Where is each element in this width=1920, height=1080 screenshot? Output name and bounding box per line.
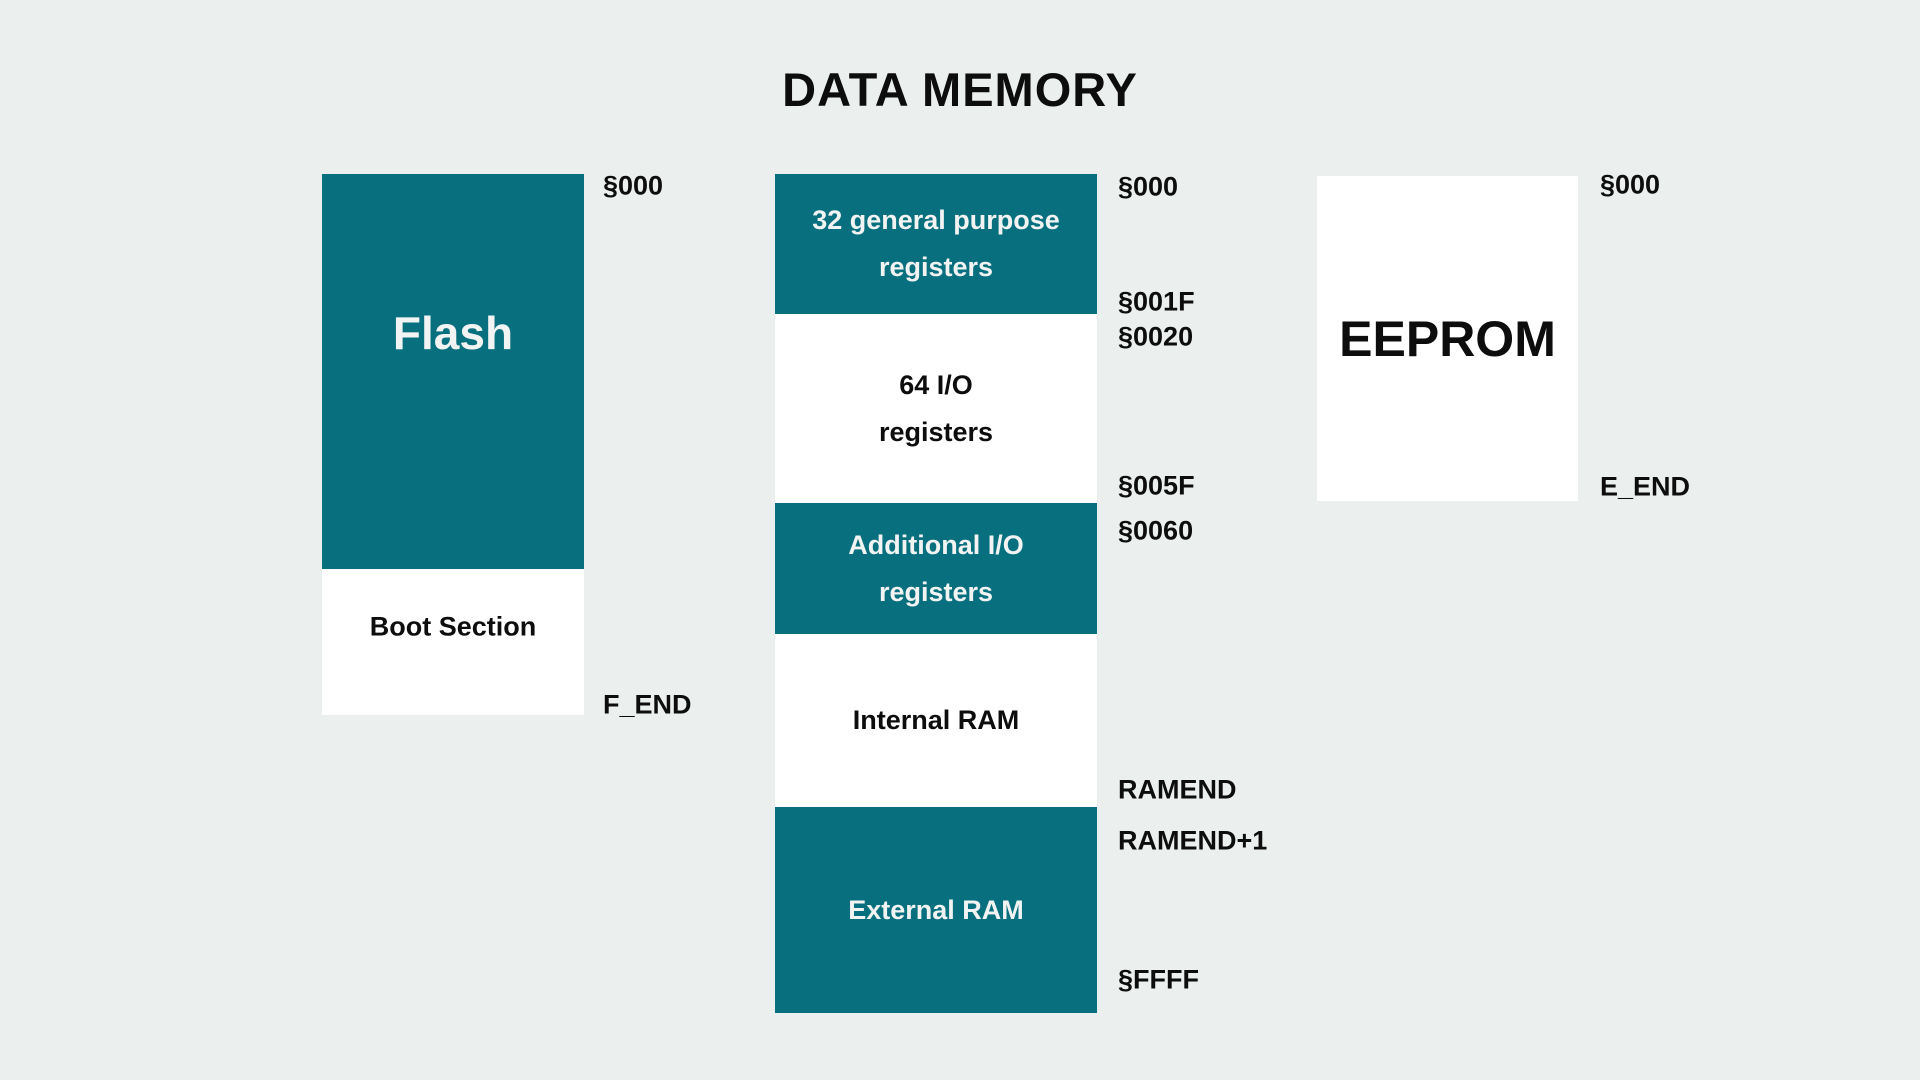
address-label-flash-start: §000 (603, 170, 664, 201)
address-label-ramend: RAMEND (1118, 774, 1237, 805)
external-ram-label: External RAM (848, 894, 1024, 925)
gp-registers-block: 32 general purpose registers (775, 174, 1097, 314)
additional-io-label-line2: registers (878, 576, 994, 607)
address-label-flash-end: F_END (603, 689, 692, 720)
address-label-sram-0020: §0020 (1118, 321, 1194, 352)
io-registers-label-line1: 64 I/O (899, 369, 973, 400)
address-label-sram-000: §000 (1118, 171, 1179, 202)
address-label-eeprom-start: §000 (1600, 169, 1661, 200)
internal-ram-block: Internal RAM (775, 634, 1097, 807)
flash-block: Flash (322, 174, 584, 569)
flash-block-label: Flash (392, 307, 514, 359)
eeprom-block-label: EEPROM (1339, 310, 1556, 367)
address-label-sram-0060: §0060 (1118, 515, 1194, 546)
boot-section-label: Boot Section (369, 611, 537, 642)
address-label-eeprom-end: E_END (1600, 471, 1691, 502)
gp-registers-label-line1: 32 general purpose (812, 205, 1060, 235)
external-ram-block: External RAM (775, 807, 1097, 1013)
diagram-title: DATA MEMORY (782, 63, 1138, 116)
address-label-ramend-plus-1: RAMEND+1 (1118, 825, 1268, 856)
boot-section-block: Boot Section (322, 569, 584, 715)
io-registers-label-line2: registers (878, 416, 994, 447)
additional-io-label-line1: Additional I/O (848, 529, 1024, 560)
address-label-sram-005f: §005F (1118, 470, 1195, 501)
internal-ram-label: Internal RAM (852, 705, 1020, 735)
additional-io-registers-block: Additional I/O registers (775, 503, 1097, 634)
address-label-sram-001f: §001F (1118, 286, 1195, 317)
eeprom-block: EEPROM (1317, 176, 1578, 501)
gp-registers-label-line2: registers (878, 252, 994, 282)
address-label-ffff: §FFFF (1118, 964, 1199, 995)
io-registers-block: 64 I/O registers (775, 314, 1097, 503)
